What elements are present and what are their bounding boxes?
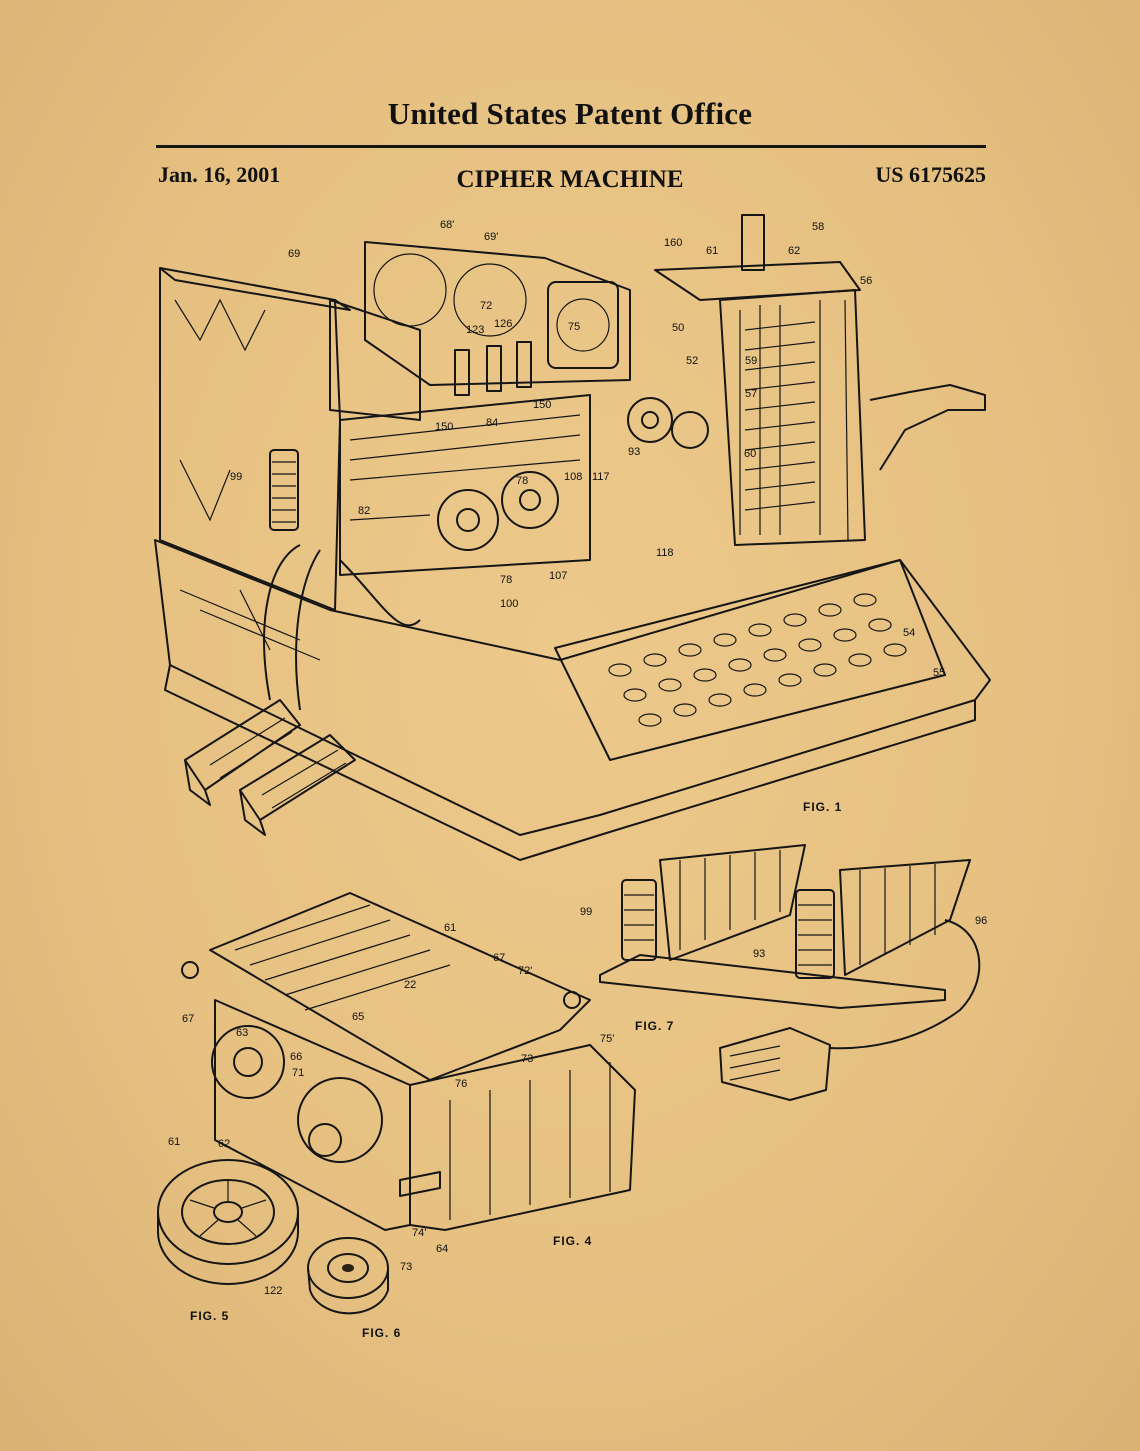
fig4-label: FIG. 4: [553, 1234, 592, 1248]
ref-label: 56: [860, 275, 872, 287]
ref-label: 68': [440, 219, 454, 231]
fig7-reference-numerals: 99 93 96: [580, 906, 987, 960]
ref-label: 22: [404, 979, 416, 991]
ref-label: 60: [744, 448, 756, 460]
ref-label: 82: [358, 505, 370, 517]
ref-label: 84: [486, 417, 498, 429]
invention-title: CIPHER MACHINE: [456, 166, 684, 193]
ref-label: 126: [494, 318, 512, 330]
patent-office-title: United States Patent Office: [387, 96, 753, 131]
ref-label: 61: [168, 1136, 180, 1148]
ref-label: 62: [218, 1138, 230, 1150]
ref-label: 52: [686, 355, 698, 367]
ref-label: 150: [533, 399, 551, 411]
ref-label: 75': [600, 1033, 614, 1045]
ref-label: 55: [933, 667, 945, 679]
fig5-reference-numerals: 61 62 122: [168, 1136, 282, 1297]
ref-label: 75: [568, 321, 580, 333]
ref-label: 59: [745, 355, 757, 367]
ref-label: 117: [592, 471, 610, 483]
patent-number: US 6175625: [875, 162, 986, 187]
fig5-label: FIG. 5: [190, 1309, 229, 1323]
ref-label: 66: [290, 1051, 302, 1063]
fig1-reference-numerals: 68' 69' 69 160 61 58 62 56 72 126 123 75…: [230, 219, 945, 679]
fig1-machine-drawing: [154, 214, 991, 861]
ref-label: 71: [292, 1067, 304, 1079]
ref-label: 72: [480, 300, 492, 312]
fig6-label: FIG. 6: [362, 1326, 401, 1340]
fig4-reference-numerals: 61 67 72' 22 67 63 65 66 71 73 75' 76 74…: [182, 922, 614, 1255]
ref-label: 65: [352, 1011, 364, 1023]
fig7-label: FIG. 7: [635, 1019, 674, 1033]
ref-label: 61: [706, 245, 718, 257]
ref-label: 93: [628, 446, 640, 458]
ref-label: 99: [230, 471, 242, 483]
ref-label: 160: [664, 237, 682, 249]
ref-label: 118: [656, 547, 674, 559]
ref-label: 108: [564, 471, 582, 483]
ref-label: 64: [436, 1243, 448, 1255]
ref-label: 69': [484, 231, 498, 243]
fig1-label: FIG. 1: [803, 800, 842, 814]
ref-label: 67: [182, 1013, 194, 1025]
ref-label: 50: [672, 322, 684, 334]
fig4-rotor-assembly: [181, 892, 636, 1231]
ref-label: 78: [500, 574, 512, 586]
ref-label: 58: [812, 221, 824, 233]
ref-label: 74': [412, 1227, 426, 1239]
ref-label: 100: [500, 598, 518, 610]
ref-label: 107: [549, 570, 567, 582]
ref-label: 69: [288, 248, 300, 260]
ref-label: 78: [516, 475, 528, 487]
fig7-relay-board: [599, 844, 981, 1101]
ref-label: 93: [753, 948, 765, 960]
ref-label: 54: [903, 627, 915, 639]
ref-label: 73: [400, 1261, 412, 1273]
ref-label: 123: [466, 324, 484, 336]
fig5-rotor-wheel: [157, 1159, 299, 1285]
header-rule: [156, 145, 986, 148]
ref-label: 62: [788, 245, 800, 257]
ref-label: 73: [521, 1053, 533, 1065]
ref-label: 61: [444, 922, 456, 934]
ref-label: 122: [264, 1285, 282, 1297]
ref-label: 57: [745, 388, 757, 400]
patent-date: Jan. 16, 2001: [158, 162, 281, 187]
ref-label: 96: [975, 915, 987, 927]
ref-label: 67: [493, 952, 505, 964]
fig6-small-rotor: [307, 1237, 389, 1315]
keyboard-keys: [608, 593, 907, 727]
ref-label: 76: [455, 1078, 467, 1090]
ref-label: 150: [435, 421, 453, 433]
ref-label: 72': [518, 965, 532, 977]
ref-label: 63: [236, 1027, 248, 1039]
ref-label: 99: [580, 906, 592, 918]
